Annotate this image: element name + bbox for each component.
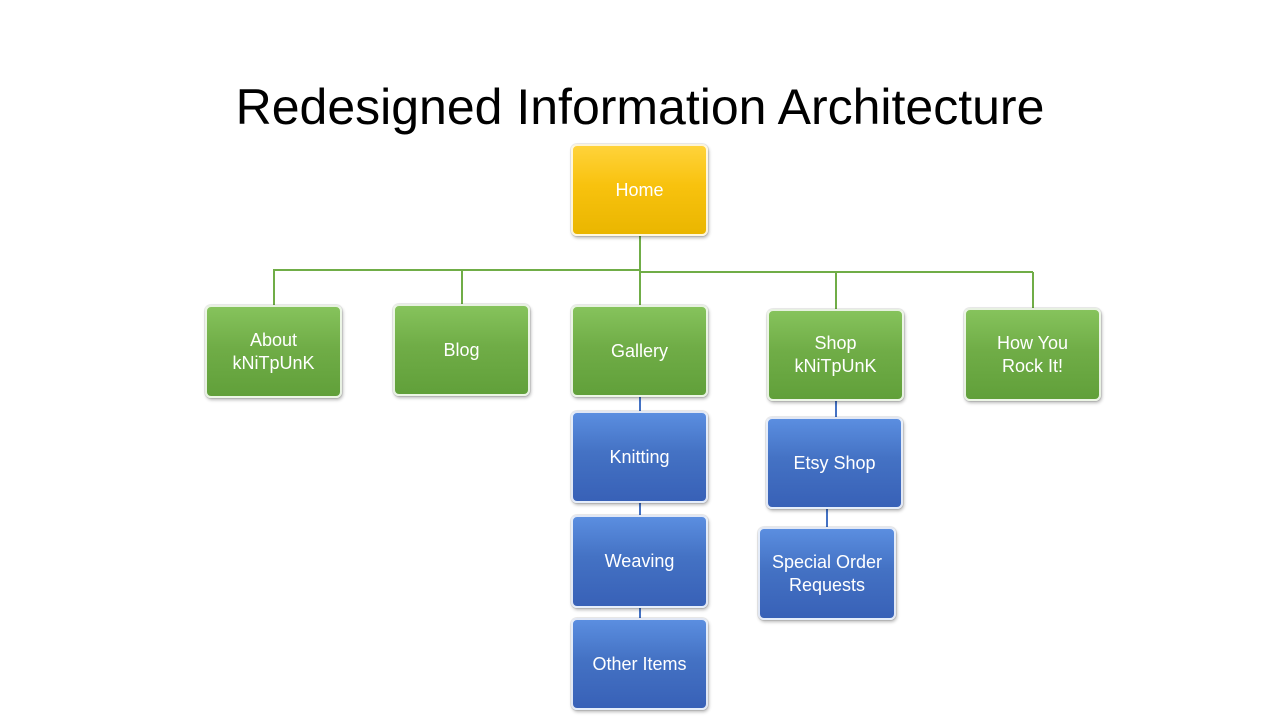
node-about[interactable]: About kNiTpUnK bbox=[205, 305, 342, 398]
slide-title: Redesigned Information Architecture bbox=[235, 79, 1045, 135]
node-other-items-label: Other Items bbox=[592, 653, 687, 674]
node-special-order-label: Special Order Requests bbox=[771, 551, 883, 595]
node-shop-label: Shop kNiTpUnK bbox=[794, 333, 877, 376]
node-how-you-rock-label: How You Rock It! bbox=[996, 332, 1069, 376]
node-shop[interactable]: Shop kNiTpUnK bbox=[767, 309, 904, 401]
node-knitting[interactable]: Knitting bbox=[571, 411, 708, 503]
node-gallery-label: Gallery bbox=[610, 340, 668, 361]
node-etsy-shop[interactable]: Etsy Shop bbox=[766, 417, 903, 509]
node-special-order[interactable]: Special Order Requests bbox=[758, 527, 896, 620]
node-other-items[interactable]: Other Items bbox=[571, 618, 708, 710]
node-blog[interactable]: Blog bbox=[393, 304, 530, 396]
node-weaving[interactable]: Weaving bbox=[571, 515, 708, 608]
node-how-you-rock[interactable]: How You Rock It! bbox=[964, 308, 1101, 401]
node-etsy-shop-label: Etsy Shop bbox=[793, 452, 876, 473]
node-knitting-label: Knitting bbox=[609, 446, 670, 467]
node-home-label: Home bbox=[615, 179, 664, 200]
node-weaving-label: Weaving bbox=[604, 551, 675, 571]
node-home[interactable]: Home bbox=[571, 144, 708, 236]
node-gallery[interactable]: Gallery bbox=[571, 305, 708, 397]
node-blog-label: Blog bbox=[443, 339, 480, 360]
node-about-label: About kNiTpUnK bbox=[232, 329, 315, 373]
